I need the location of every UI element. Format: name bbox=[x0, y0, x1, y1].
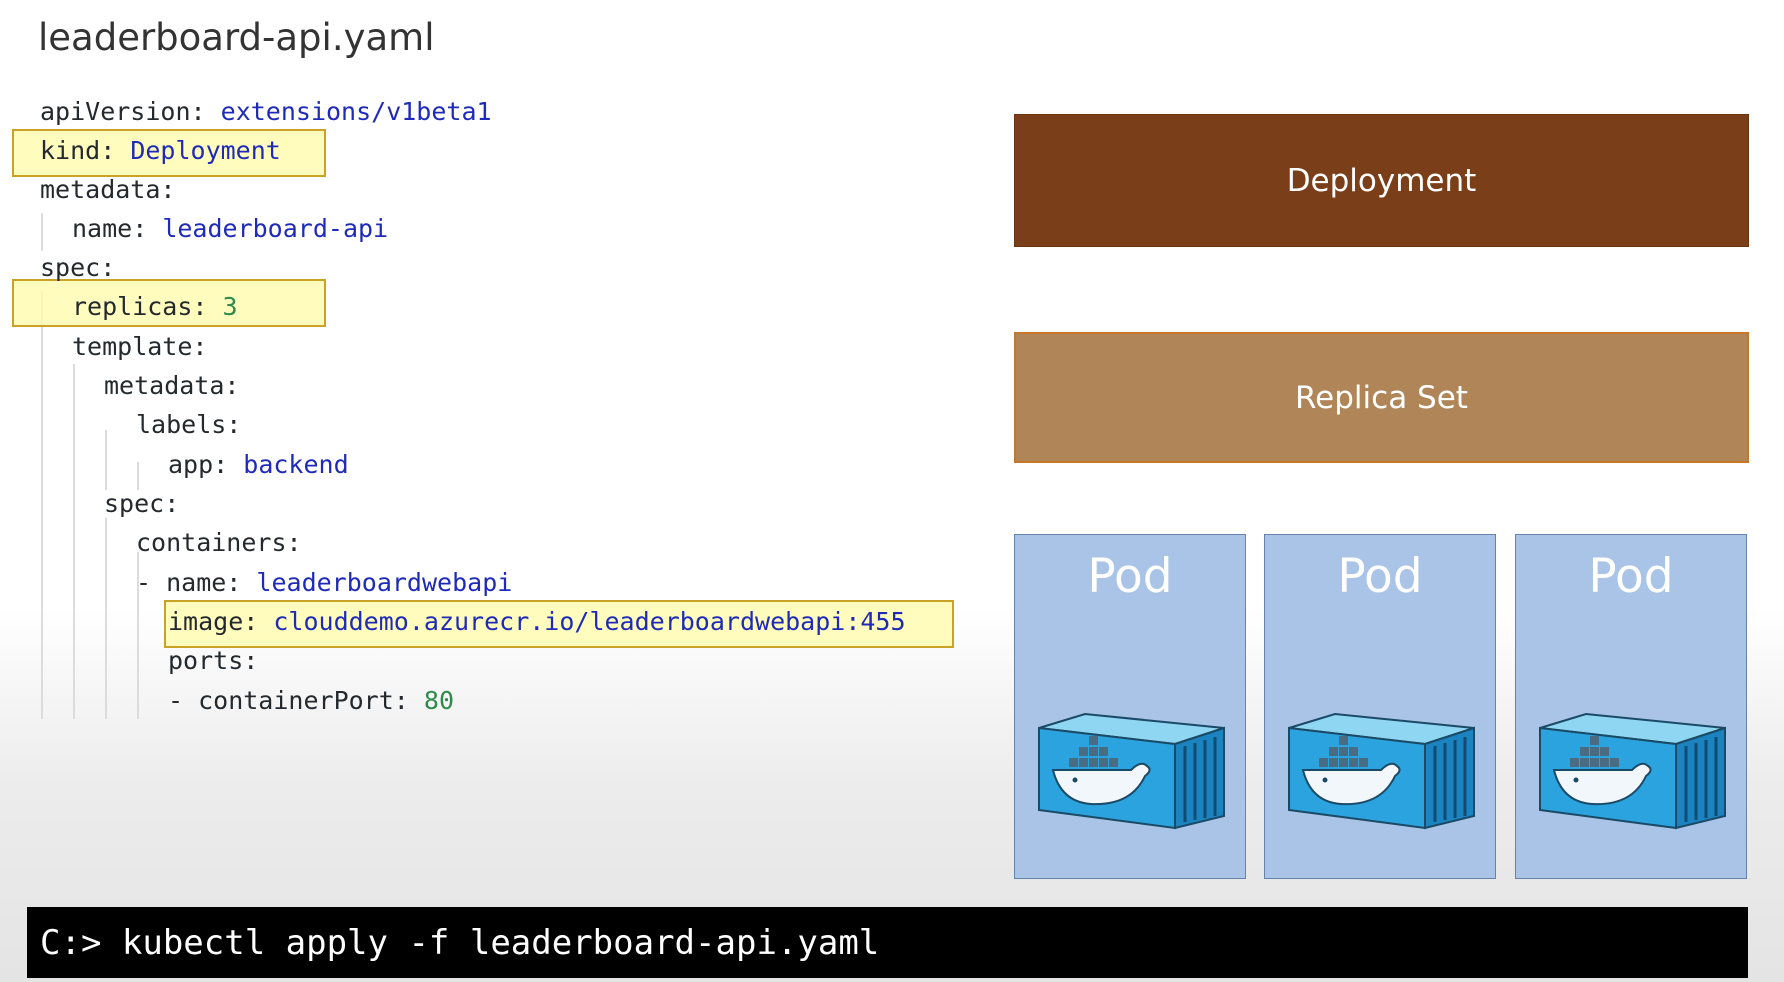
yaml-key: spec: bbox=[40, 253, 116, 282]
yaml-value: 3 bbox=[222, 292, 238, 321]
deployment-label: Deployment bbox=[1286, 162, 1477, 199]
pod-box: Pod bbox=[1264, 534, 1496, 879]
yaml-key: kind: bbox=[40, 136, 116, 165]
yaml-line-name: name: leaderboard-api bbox=[72, 212, 388, 246]
pod-box: Pod bbox=[1515, 534, 1747, 879]
yaml-key: apiVersion: bbox=[40, 97, 206, 126]
yaml-key: template: bbox=[72, 332, 208, 361]
yaml-line-template: template: bbox=[72, 330, 207, 364]
yaml-line-metadata: metadata: bbox=[40, 173, 175, 207]
yaml-key: metadata: bbox=[40, 175, 176, 204]
pod-label: Pod bbox=[1087, 549, 1173, 604]
yaml-line-inner-spec: spec: bbox=[104, 487, 179, 521]
yaml-key: image: bbox=[168, 607, 259, 636]
yaml-key: ports: bbox=[168, 646, 259, 675]
yaml-line-containers: containers: bbox=[136, 526, 302, 560]
yaml-key: replicas: bbox=[72, 292, 208, 321]
yaml-line-app: app: backend bbox=[168, 448, 349, 482]
indent-guide bbox=[105, 518, 107, 719]
yaml-key: name: bbox=[72, 214, 148, 243]
yaml-line-container-name: - name: leaderboardwebapi bbox=[136, 566, 512, 600]
yaml-value: backend bbox=[243, 450, 349, 479]
yaml-key: - containerPort: bbox=[168, 686, 409, 715]
yaml-line-ports: ports: bbox=[168, 644, 258, 678]
deployment-box: Deployment bbox=[1014, 114, 1749, 247]
highlight-image bbox=[164, 600, 954, 648]
yaml-key: labels: bbox=[136, 410, 242, 439]
pod-box: Pod bbox=[1014, 534, 1246, 879]
pod-label: Pod bbox=[1588, 549, 1674, 604]
highlight-replicas bbox=[12, 279, 326, 327]
indent-guide bbox=[41, 291, 43, 719]
yaml-line-spec: spec: bbox=[40, 251, 115, 285]
yaml-line-containerport: - containerPort: 80 bbox=[168, 684, 454, 718]
indent-guide bbox=[41, 213, 43, 251]
yaml-line-kind: kind: Deployment bbox=[40, 134, 281, 168]
yaml-key: spec: bbox=[104, 489, 180, 518]
pod-label: Pod bbox=[1337, 549, 1423, 604]
indent-guide bbox=[105, 430, 107, 490]
terminal-bar: C:> kubectl apply -f leaderboard-api.yam… bbox=[27, 907, 1748, 978]
docker-container-icon bbox=[1539, 712, 1726, 830]
docker-container-icon bbox=[1038, 712, 1225, 830]
yaml-value: 80 bbox=[423, 686, 454, 715]
yaml-value: Deployment bbox=[130, 136, 281, 165]
yaml-key: app: bbox=[168, 450, 229, 479]
indent-guide bbox=[73, 364, 75, 719]
highlight-kind bbox=[12, 129, 326, 177]
indent-guide bbox=[137, 552, 139, 719]
yaml-key: metadata: bbox=[104, 371, 240, 400]
terminal-command: C:> kubectl apply -f leaderboard-api.yam… bbox=[40, 922, 880, 963]
replicaset-box: Replica Set bbox=[1014, 332, 1749, 463]
yaml-value: clouddemo.azurecr.io/leaderboardwebapi:4… bbox=[273, 607, 906, 636]
yaml-line-labels: labels: bbox=[136, 408, 241, 442]
yaml-value: leaderboardwebapi bbox=[256, 568, 513, 597]
replicaset-label: Replica Set bbox=[1295, 379, 1468, 416]
yaml-value: extensions/v1beta1 bbox=[220, 97, 492, 126]
yaml-key: containers: bbox=[136, 528, 302, 557]
yaml-line-replicas: replicas: 3 bbox=[72, 290, 238, 324]
docker-container-icon bbox=[1288, 712, 1475, 830]
yaml-line-template-metadata: metadata: bbox=[104, 369, 239, 403]
yaml-line-apiversion: apiVersion: extensions/v1beta1 bbox=[40, 95, 492, 129]
yaml-value: leaderboard-api bbox=[162, 214, 389, 243]
file-title: leaderboard-api.yaml bbox=[38, 16, 435, 59]
yaml-code-block: apiVersion: extensions/v1beta1 kind: Dep… bbox=[0, 0, 980, 740]
yaml-key: - name: bbox=[136, 568, 242, 597]
indent-guide bbox=[137, 462, 139, 490]
yaml-line-image: image: clouddemo.azurecr.io/leaderboardw… bbox=[168, 605, 906, 639]
